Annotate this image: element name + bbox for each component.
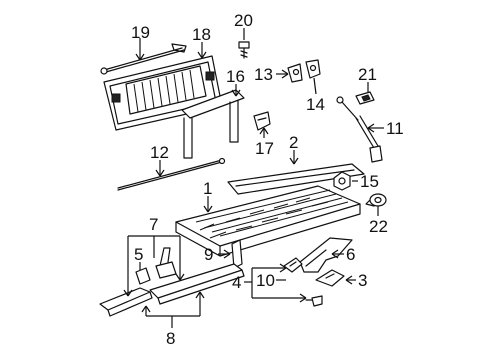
- tailgate-rod: [100, 43, 187, 75]
- bolt-20: [238, 41, 250, 59]
- clip-10: [283, 257, 303, 273]
- callout-10: 10: [256, 271, 275, 290]
- callout-19: 19: [131, 23, 150, 42]
- callout-labels: 19 18 20 16 13 14 21 11 17 2 12 15 1 22 …: [131, 11, 404, 348]
- hook-3: [315, 269, 345, 287]
- callout-22: 22: [369, 217, 388, 236]
- callout-15: 15: [360, 172, 379, 191]
- callout-13: 13: [254, 65, 273, 84]
- hinge-13: [287, 63, 303, 83]
- callout-5: 5: [134, 245, 143, 264]
- side-rails-8: [99, 263, 245, 317]
- leader-lines: [123, 28, 384, 328]
- clip-17: [253, 111, 271, 131]
- callout-2: 2: [289, 133, 298, 152]
- callout-12: 12: [150, 143, 169, 162]
- long-rod-12: [117, 157, 226, 191]
- callout-16: 16: [226, 67, 245, 86]
- callout-17: 17: [255, 139, 274, 158]
- bed-rail-2: [227, 163, 365, 195]
- support-strut: [336, 96, 383, 163]
- cap-21: [355, 91, 375, 105]
- nut-15: [333, 171, 351, 191]
- callout-6: 6: [346, 245, 355, 264]
- callout-8: 8: [166, 329, 175, 348]
- callout-7: 7: [149, 215, 158, 234]
- tailgate-protector: [181, 89, 245, 159]
- callout-3: 3: [358, 271, 367, 290]
- callout-18: 18: [192, 25, 211, 44]
- bracket-9: [231, 239, 243, 269]
- callout-9: 9: [204, 245, 213, 264]
- callout-11: 11: [386, 119, 404, 138]
- callout-14: 14: [306, 95, 325, 114]
- callout-1: 1: [203, 179, 212, 198]
- screw-4: [305, 295, 323, 307]
- bracket-6: [299, 237, 353, 273]
- bed-liner-1: [175, 185, 361, 257]
- callout-20: 20: [234, 11, 253, 30]
- callout-4: 4: [232, 273, 241, 292]
- callout-21: 21: [358, 65, 377, 84]
- bushing-22: [365, 193, 387, 207]
- striker-14: [305, 59, 321, 79]
